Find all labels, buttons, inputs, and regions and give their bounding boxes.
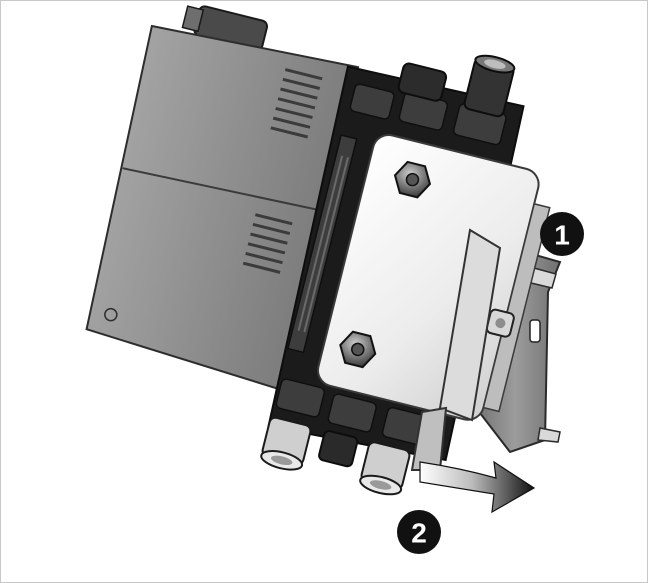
step-number-2: 2 <box>411 518 427 549</box>
release-arrow-icon <box>419 460 536 514</box>
top-connector-icon <box>463 54 516 118</box>
top-port-icon <box>397 62 448 102</box>
bottom-connector-middle-icon <box>318 430 359 468</box>
electronic-module <box>85 5 551 496</box>
bottom-connector-left-icon <box>260 416 312 471</box>
vent-slots-top <box>270 68 323 139</box>
hex-nut-bottom-icon <box>339 330 377 369</box>
step-badge-2: 2 <box>397 510 441 554</box>
vent-slots-bottom <box>242 213 293 274</box>
bottom-connector-right-icon <box>359 441 411 496</box>
step-badge-1: 1 <box>540 212 584 256</box>
step-number-1: 1 <box>554 220 570 251</box>
hex-nut-top-icon <box>393 160 432 199</box>
